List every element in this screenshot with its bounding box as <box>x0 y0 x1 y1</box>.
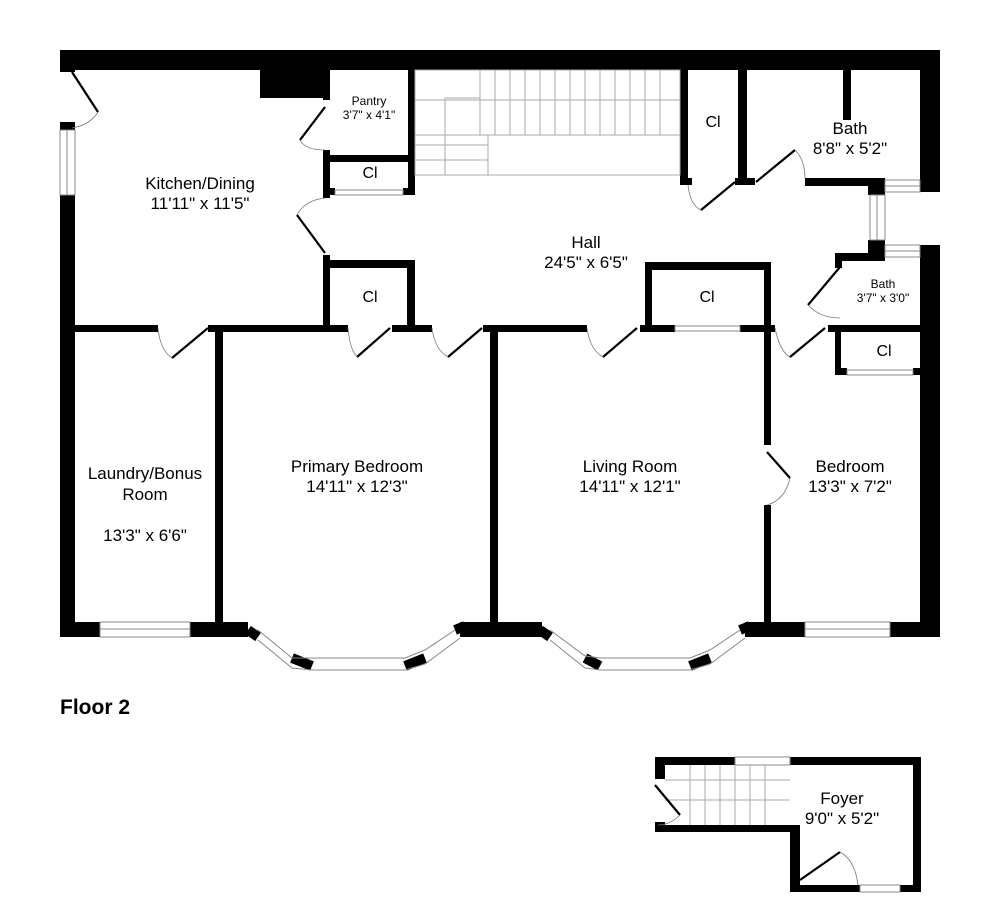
closet-hall-mid: Cl <box>699 289 715 306</box>
stairs <box>414 69 790 825</box>
room-bedroom: Bedroom 13'3" x 7'2" <box>808 457 892 498</box>
closet-top-right: Cl <box>705 114 721 131</box>
room-dims: 24'5" x 6'5" <box>544 253 628 273</box>
room-name: Laundry/Bonus Room <box>87 464 203 504</box>
room-name: Bedroom <box>815 457 885 476</box>
doors <box>71 71 841 881</box>
room-kitchen-dining: Kitchen/Dining 11'11" x 11'5" <box>145 174 255 215</box>
room-dims: 14'11" x 12'3" <box>306 477 408 497</box>
room-living-room: Living Room 14'11" x 12'1" <box>579 457 680 498</box>
room-dims: 8'8" x 5'2" <box>812 139 888 159</box>
room-primary-bedroom: Primary Bedroom 14'11" x 12'3" <box>291 457 423 498</box>
room-name: Bath <box>870 277 896 291</box>
closet-pantry-side: Cl <box>362 165 378 182</box>
room-dims: 3'7" x 4'1" <box>342 108 396 123</box>
room-dims: 13'3" x 6'6" <box>103 525 187 545</box>
room-name: Hall <box>571 233 601 252</box>
bay-walls <box>245 621 752 671</box>
room-dims: 11'11" x 11'5" <box>150 194 250 214</box>
windows <box>59 129 921 893</box>
room-foyer: Foyer 9'0" x 5'2" <box>805 789 879 830</box>
room-dims: 9'0" x 5'2" <box>804 809 880 829</box>
room-name: Bath <box>832 119 868 138</box>
room-name: Foyer <box>820 789 864 808</box>
room-hall: Hall 24'5" x 6'5" <box>544 233 628 274</box>
walls <box>60 50 940 892</box>
room-dims: 14'11" x 12'1" <box>579 477 681 497</box>
room-dims: 3'7" x 3'0" <box>856 291 910 306</box>
room-name: Pantry <box>351 94 387 108</box>
closet-bedroom: Cl <box>876 343 892 360</box>
room-name: Primary Bedroom <box>290 457 424 476</box>
room-bath-small: Bath 3'7" x 3'0" <box>857 277 909 306</box>
room-dims: 13'3" x 7'2" <box>808 477 892 497</box>
room-laundry: Laundry/Bonus Room 13'3" x 6'6" <box>88 444 202 566</box>
closet-hall-left: Cl <box>362 289 378 306</box>
stair-treads <box>415 70 680 135</box>
room-name: Living Room <box>582 457 678 476</box>
room-bath-main: Bath 8'8" x 5'2" <box>813 119 887 160</box>
room-name: Kitchen/Dining <box>145 174 255 193</box>
room-pantry: Pantry 3'7" x 4'1" <box>343 94 395 123</box>
floor-title: Floor 2 <box>60 696 131 719</box>
door-swings <box>71 111 859 886</box>
